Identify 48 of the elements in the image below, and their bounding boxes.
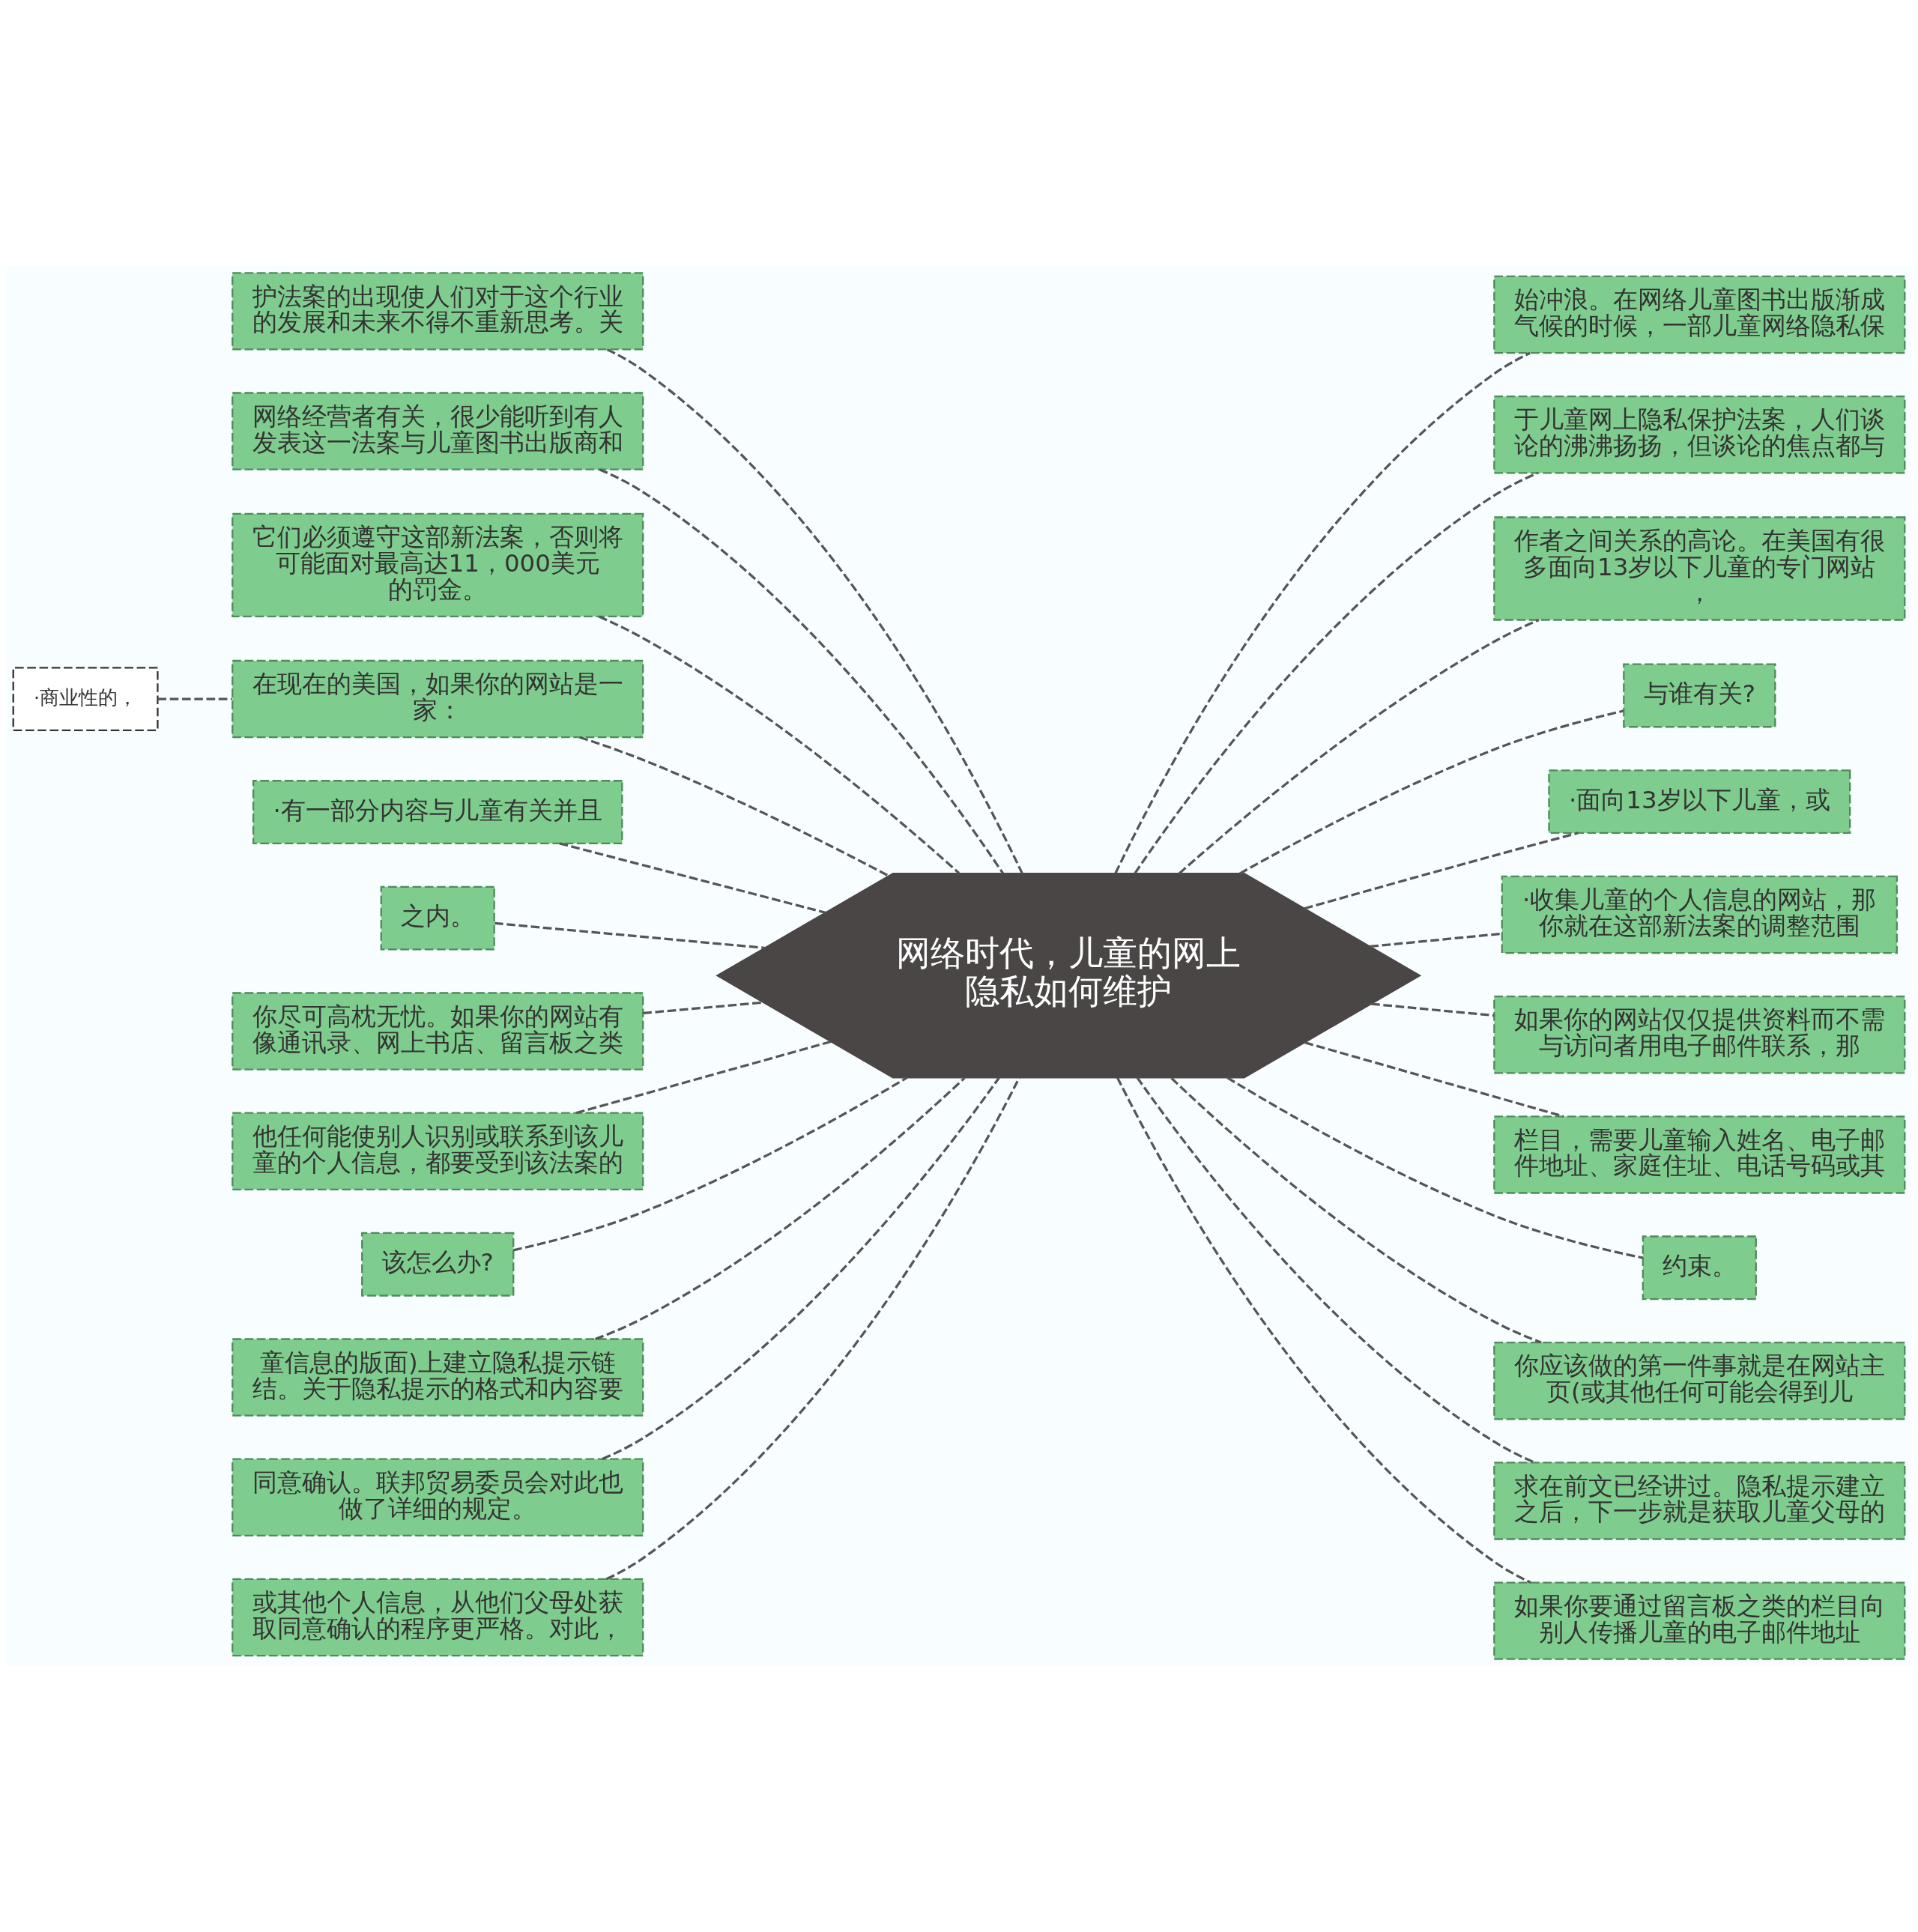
connector — [1178, 619, 1540, 875]
connector — [1238, 709, 1624, 875]
connector — [1116, 1076, 1531, 1584]
connector — [1370, 932, 1502, 948]
connector — [579, 736, 889, 877]
connector — [606, 348, 1023, 874]
connector — [605, 1076, 1020, 1581]
node-box: 求在前文已经讲过。隐私提示建立之后，下一步就是获取儿童父母的 — [1493, 1462, 1906, 1540]
connector — [602, 1076, 1000, 1460]
node-box: 你尽可高枕无忧。如果你的网站有像通讯录、网上书店、留言板之类 — [232, 992, 644, 1071]
node-box: ·收集儿童的个人信息的网站，那你就在这部新法案的调整范围 — [1501, 875, 1898, 954]
connector — [598, 615, 960, 874]
node-box: 你应该做的第一件事就是在网站主页(或其他任何可能会得到儿 — [1493, 1342, 1906, 1420]
connector — [1370, 1002, 1495, 1017]
connector — [1304, 832, 1579, 910]
connector — [559, 842, 826, 914]
node-box: 童信息的版面)上建立隐私提示链结。关于隐私提示的格式和内容要 — [232, 1338, 644, 1417]
node-box: 约束。 — [1642, 1235, 1757, 1300]
node-box: 如果你的网站仅仅提供资料而不需与访问者用电子邮件联系，那 — [1493, 995, 1906, 1074]
node-box: 与谁有关? — [1623, 663, 1776, 728]
connector — [1134, 471, 1539, 874]
node-box: 于儿童网上隐私保护法案，人们谈论的沸沸扬扬，但谈论的焦点都与 — [1493, 395, 1906, 474]
node-box: 如果你要通过留言板之类的栏目向别人传播儿童的电子邮件地址 — [1493, 1581, 1906, 1660]
connector — [1304, 1041, 1564, 1118]
connector — [512, 1076, 908, 1252]
node-box: 始冲浪。在网络儿童图书出版渐成气候的时候，一部儿童网络隐私保 — [1493, 275, 1906, 354]
connector — [157, 697, 232, 700]
node-box: 同意确认。联邦贸易委员会对此也做了详细的规定。 — [232, 1458, 644, 1537]
node-box: 网络经营者有关，很少能听到有人发表这一法案与儿童图书出版商和 — [232, 392, 644, 470]
connector — [1226, 1076, 1644, 1259]
connector — [494, 921, 765, 949]
node-box: 之内。 — [380, 885, 495, 951]
node-box: 在现在的美国，如果你的网站是一家： — [232, 659, 644, 739]
node-box: 该怎么办? — [361, 1232, 515, 1297]
connector — [595, 1076, 966, 1340]
connector — [575, 1040, 832, 1115]
node-box: 作者之间关系的高论。在美国有很多面向13岁以下儿童的专门网站， — [1493, 516, 1906, 621]
node-box: 它们必须遵守这部新法案，否则将可能面对最高达11，000美元的罚金。 — [232, 512, 644, 617]
node-box: 护法案的出现使人们对于这个行业的发展和未来不得不重新思考。关 — [232, 272, 644, 351]
connector — [1114, 351, 1531, 874]
node-box: 他任何能使别人识别或联系到该儿童的个人信息，都要受到该法案的 — [232, 1112, 644, 1190]
connector — [1170, 1077, 1542, 1344]
node-box: ·面向13岁以下儿童，或 — [1548, 769, 1851, 835]
node-box: 栏目，需要儿童输入姓名、电子邮件地址、家庭住址、电话号码或其 — [1493, 1115, 1906, 1194]
connector — [599, 468, 1005, 874]
node-box: ·有一部分内容与儿童有关并且 — [252, 780, 623, 844]
node-box: ·商业性的， — [12, 667, 159, 732]
node-box: 或其他个人信息，从他们父母处获取同意确认的程序更严格。对此， — [232, 1578, 644, 1657]
